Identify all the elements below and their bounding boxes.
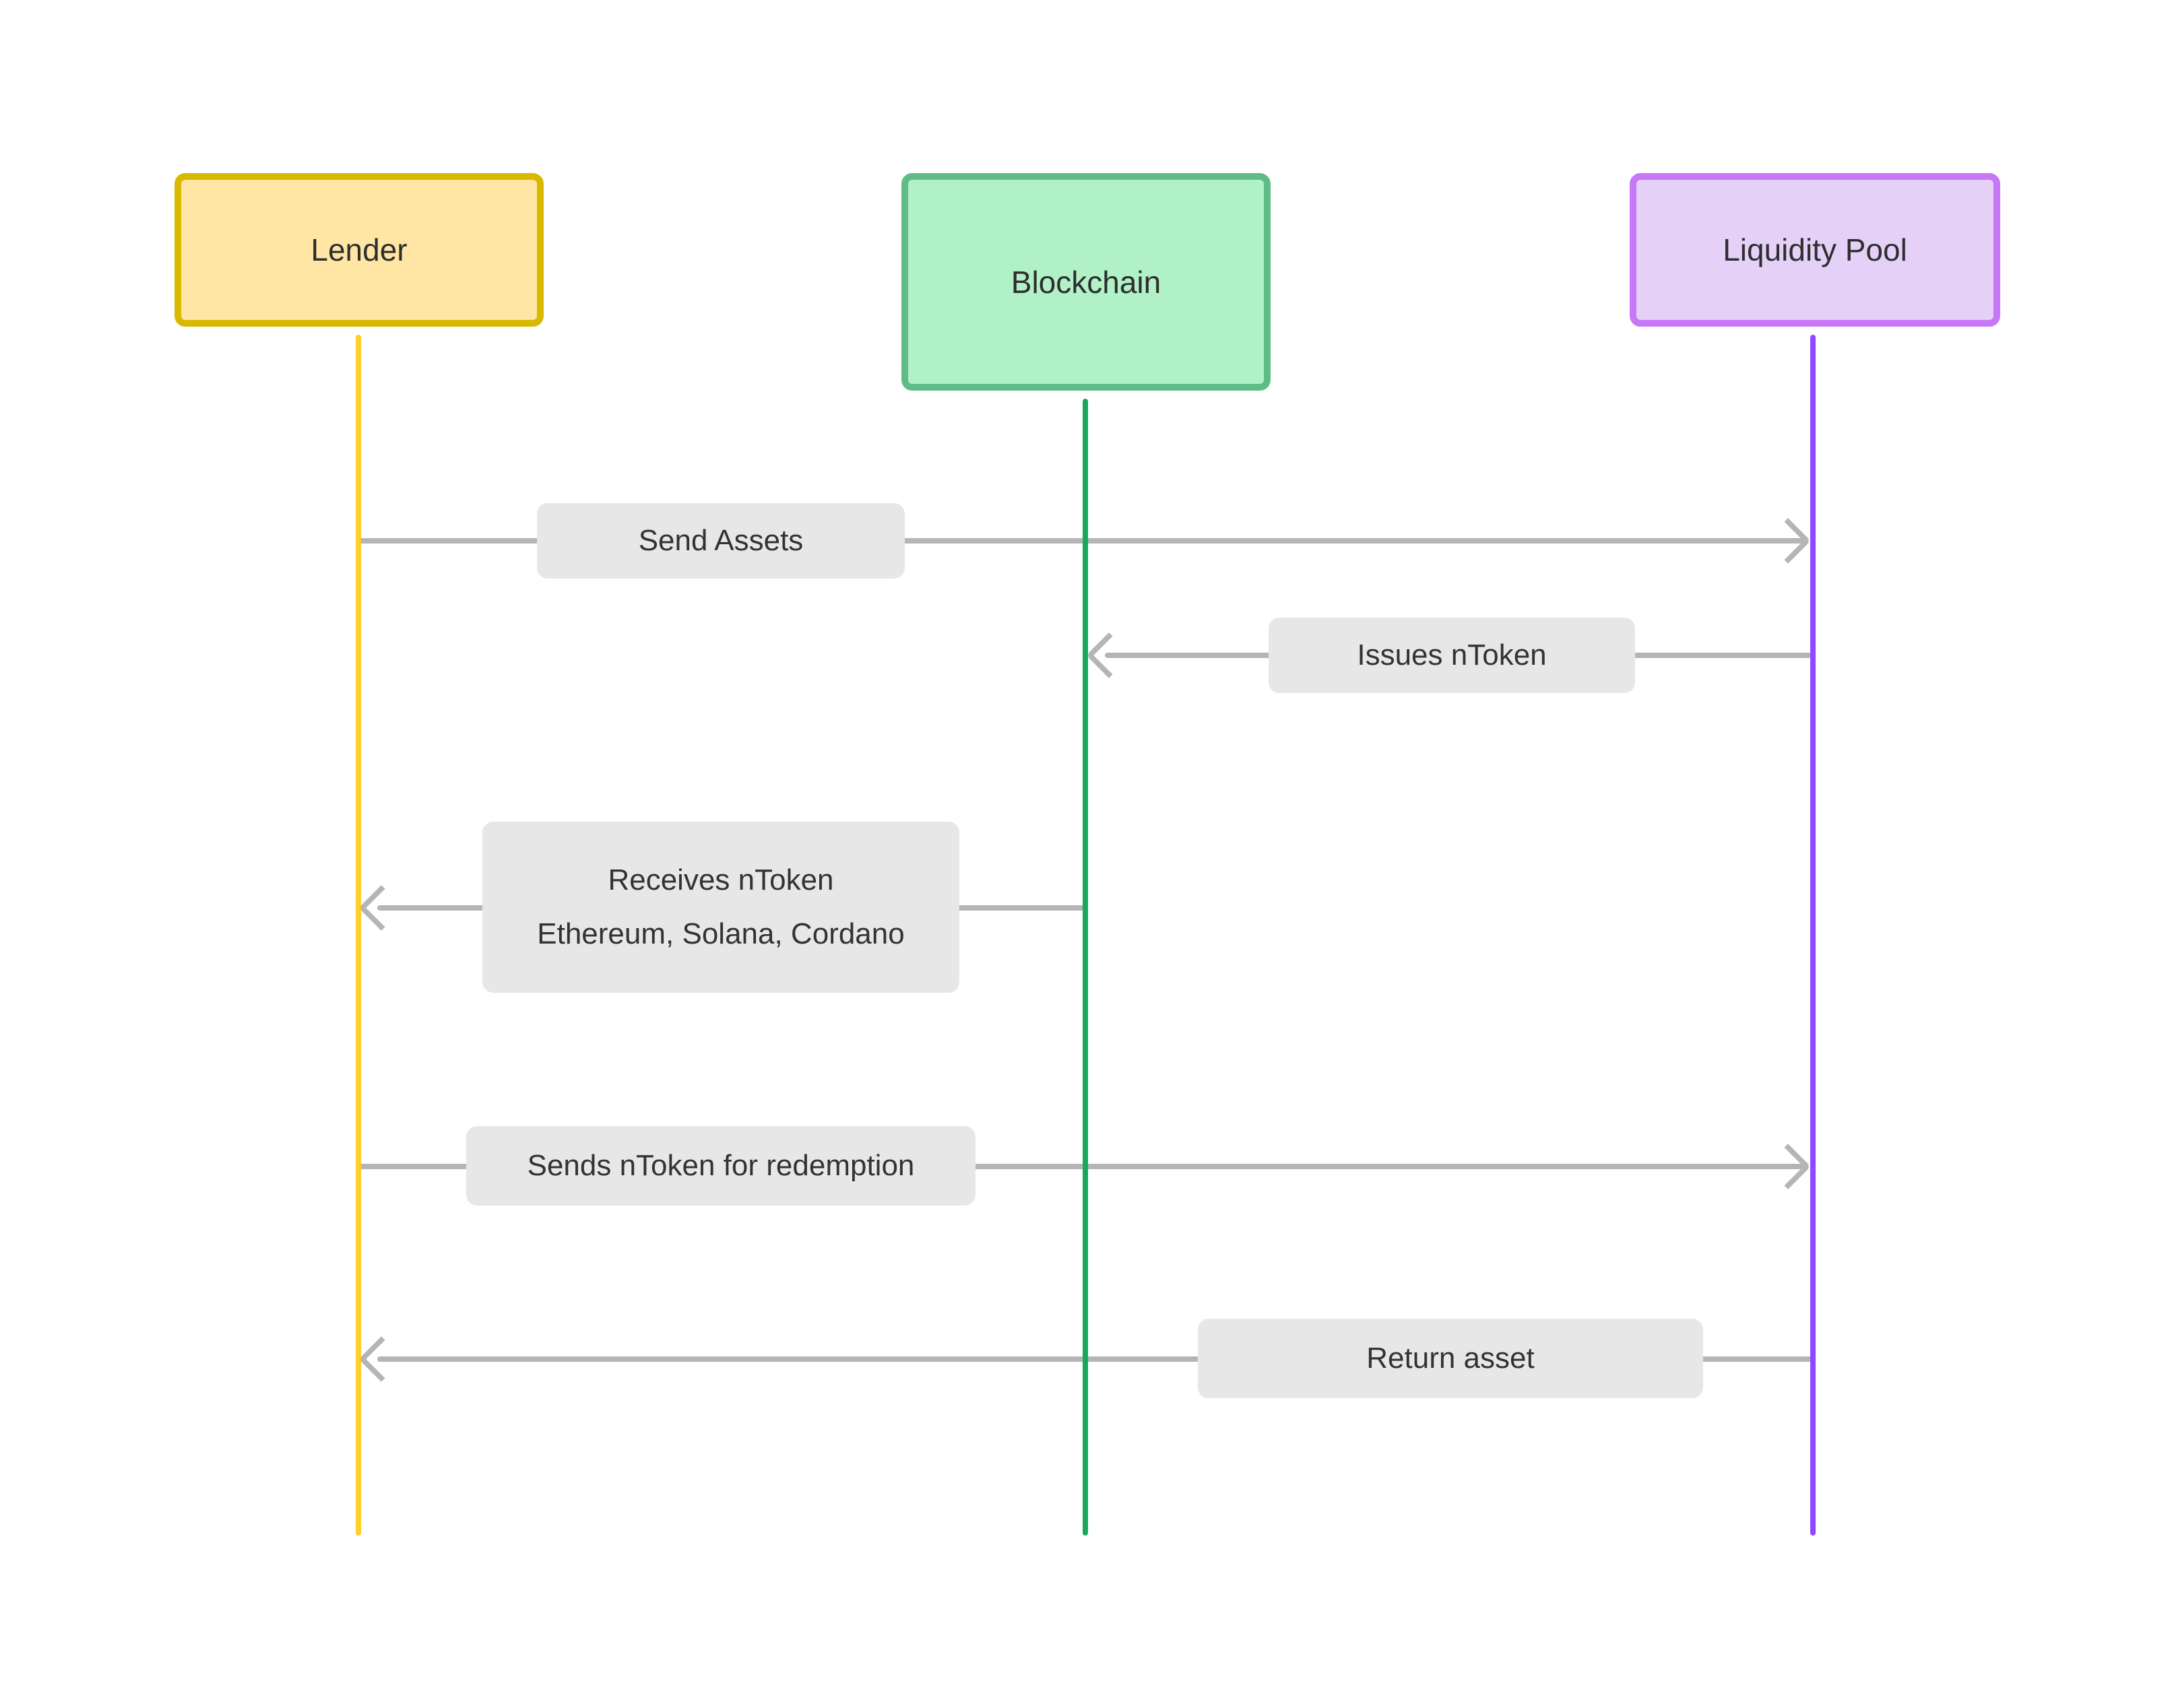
message-sends-ntoken-text: Sends nToken for redemption [527, 1149, 915, 1182]
message-return-asset-line [377, 1356, 1812, 1362]
message-send-assets-label: Send Assets [537, 503, 905, 579]
lifeline-lender [356, 335, 361, 1536]
message-return-asset-label: Return asset [1198, 1319, 1703, 1398]
message-receives-ntoken-text-line1: Receives nToken [608, 863, 834, 896]
message-sends-ntoken-label: Sends nToken for redemption [466, 1126, 976, 1206]
message-send-assets-text: Send Assets [638, 524, 804, 557]
message-receives-ntoken-label: Receives nToken Ethereum, Solana, Cordan… [482, 822, 959, 993]
lifeline-blockchain [1083, 399, 1088, 1536]
message-send-assets-line [358, 538, 1804, 544]
lifeline-liquidity-pool [1810, 335, 1816, 1536]
arrowhead-left-icon [358, 1336, 404, 1382]
message-issues-ntoken-text: Issues nToken [1357, 638, 1547, 671]
arrowhead-left-icon [1086, 632, 1132, 678]
arrowhead-right-icon [1765, 1144, 1811, 1189]
actor-blockchain-label: Blockchain [1011, 264, 1161, 300]
actor-blockchain: Blockchain [901, 173, 1271, 391]
arrowhead-right-icon [1765, 518, 1811, 564]
arrowhead-left-icon [358, 885, 404, 931]
message-receives-ntoken-text-line2: Ethereum, Solana, Cordano [537, 917, 905, 950]
message-issues-ntoken-label: Issues nToken [1269, 618, 1635, 693]
actor-liquidity-pool-label: Liquidity Pool [1723, 232, 1907, 267]
actor-lender: Lender [174, 173, 544, 327]
actor-liquidity-pool: Liquidity Pool [1630, 173, 2000, 327]
message-return-asset-text: Return asset [1366, 1342, 1535, 1375]
message-sends-ntoken-line [358, 1164, 1804, 1169]
actor-lender-label: Lender [311, 232, 408, 267]
